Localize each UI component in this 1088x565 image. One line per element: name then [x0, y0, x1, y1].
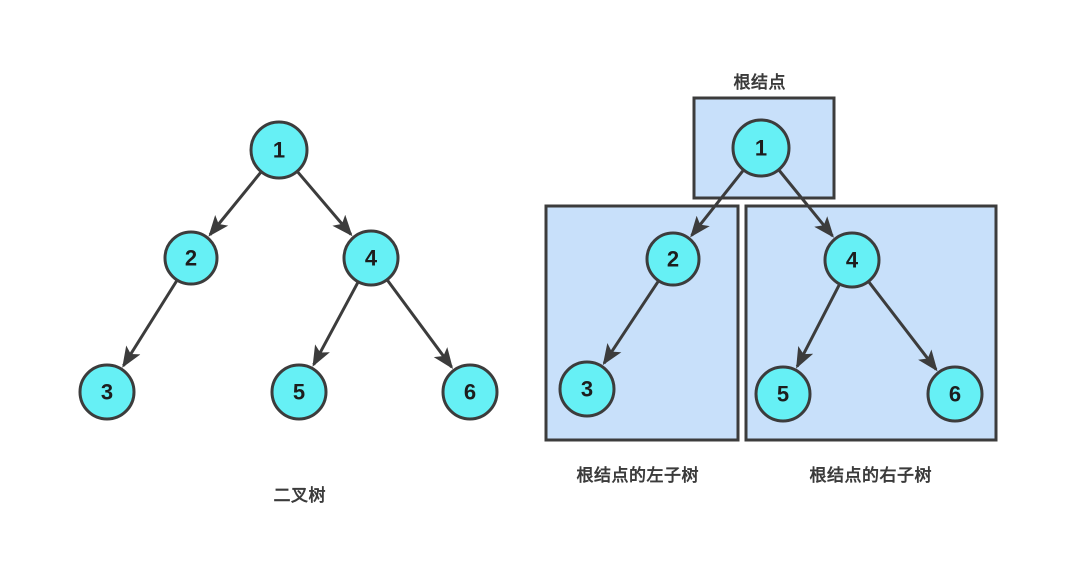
left-node-label-1: 1	[273, 138, 285, 163]
left-node-label-6: 6	[464, 380, 476, 405]
right-edge-4-to-5	[795, 284, 841, 369]
left-node-circle-4	[342, 229, 400, 287]
left-node-3: 3	[78, 363, 136, 421]
caption-left-subtree: 根结点的左子树	[576, 466, 699, 485]
left-node-5: 5	[270, 363, 328, 421]
right-node-2: 2	[645, 231, 701, 287]
right-node-6: 6	[926, 365, 984, 423]
tree-nodes-layer: 1 2 4 3 5 6 1 2 4 3 5 6	[78, 118, 984, 423]
right-node-circle-2	[645, 231, 701, 287]
left-node-circle-6	[441, 363, 499, 421]
right-node-label-6: 6	[949, 382, 961, 407]
right-node-circle-6	[926, 365, 984, 423]
left-edge-2-to-3	[122, 280, 178, 368]
left-node-label-4: 4	[365, 246, 378, 271]
left-edge-1-to-2	[208, 171, 262, 237]
right-node-label-5: 5	[777, 382, 789, 407]
right-node-5: 5	[754, 365, 812, 423]
left-node-circle-5	[270, 363, 328, 421]
right-edge-2-to-3	[602, 280, 660, 366]
left-edge-1-to-4	[296, 171, 353, 237]
caption-root-node: 根结点	[733, 73, 786, 92]
right-node-4: 4	[823, 231, 881, 289]
right-edge-4-to-6	[867, 281, 938, 372]
left-node-1: 1	[249, 120, 309, 180]
left-node-circle-3	[78, 363, 136, 421]
left-node-circle-2	[163, 230, 219, 286]
left-node-label-2: 2	[185, 246, 197, 271]
left-edge-4-to-6	[386, 279, 454, 369]
left-edge-4-to-5	[312, 281, 360, 367]
right-edge-1-to-4	[778, 169, 834, 238]
right-node-label-4: 4	[846, 248, 859, 273]
right-node-circle-4	[823, 231, 881, 289]
caption-right-subtree: 根结点的右子树	[809, 466, 932, 485]
right-node-label-3: 3	[581, 377, 593, 402]
left-node-4: 4	[342, 229, 400, 287]
right-edge-1-to-2	[690, 169, 745, 238]
left-node-6: 6	[441, 363, 499, 421]
right-node-circle-5	[754, 365, 812, 423]
tree-edges-layer	[122, 169, 938, 372]
left-node-label-5: 5	[293, 380, 305, 405]
right-node-circle-1	[731, 118, 791, 178]
left-node-label-3: 3	[101, 380, 113, 405]
right-node-3: 3	[558, 360, 616, 418]
caption-binary-tree: 二叉树	[273, 486, 326, 505]
right-node-circle-3	[558, 360, 616, 418]
right-node-label-1: 1	[755, 136, 767, 161]
right-node-label-2: 2	[667, 247, 679, 272]
left-node-circle-1	[249, 120, 309, 180]
right-node-1: 1	[731, 118, 791, 178]
left-node-2: 2	[163, 230, 219, 286]
